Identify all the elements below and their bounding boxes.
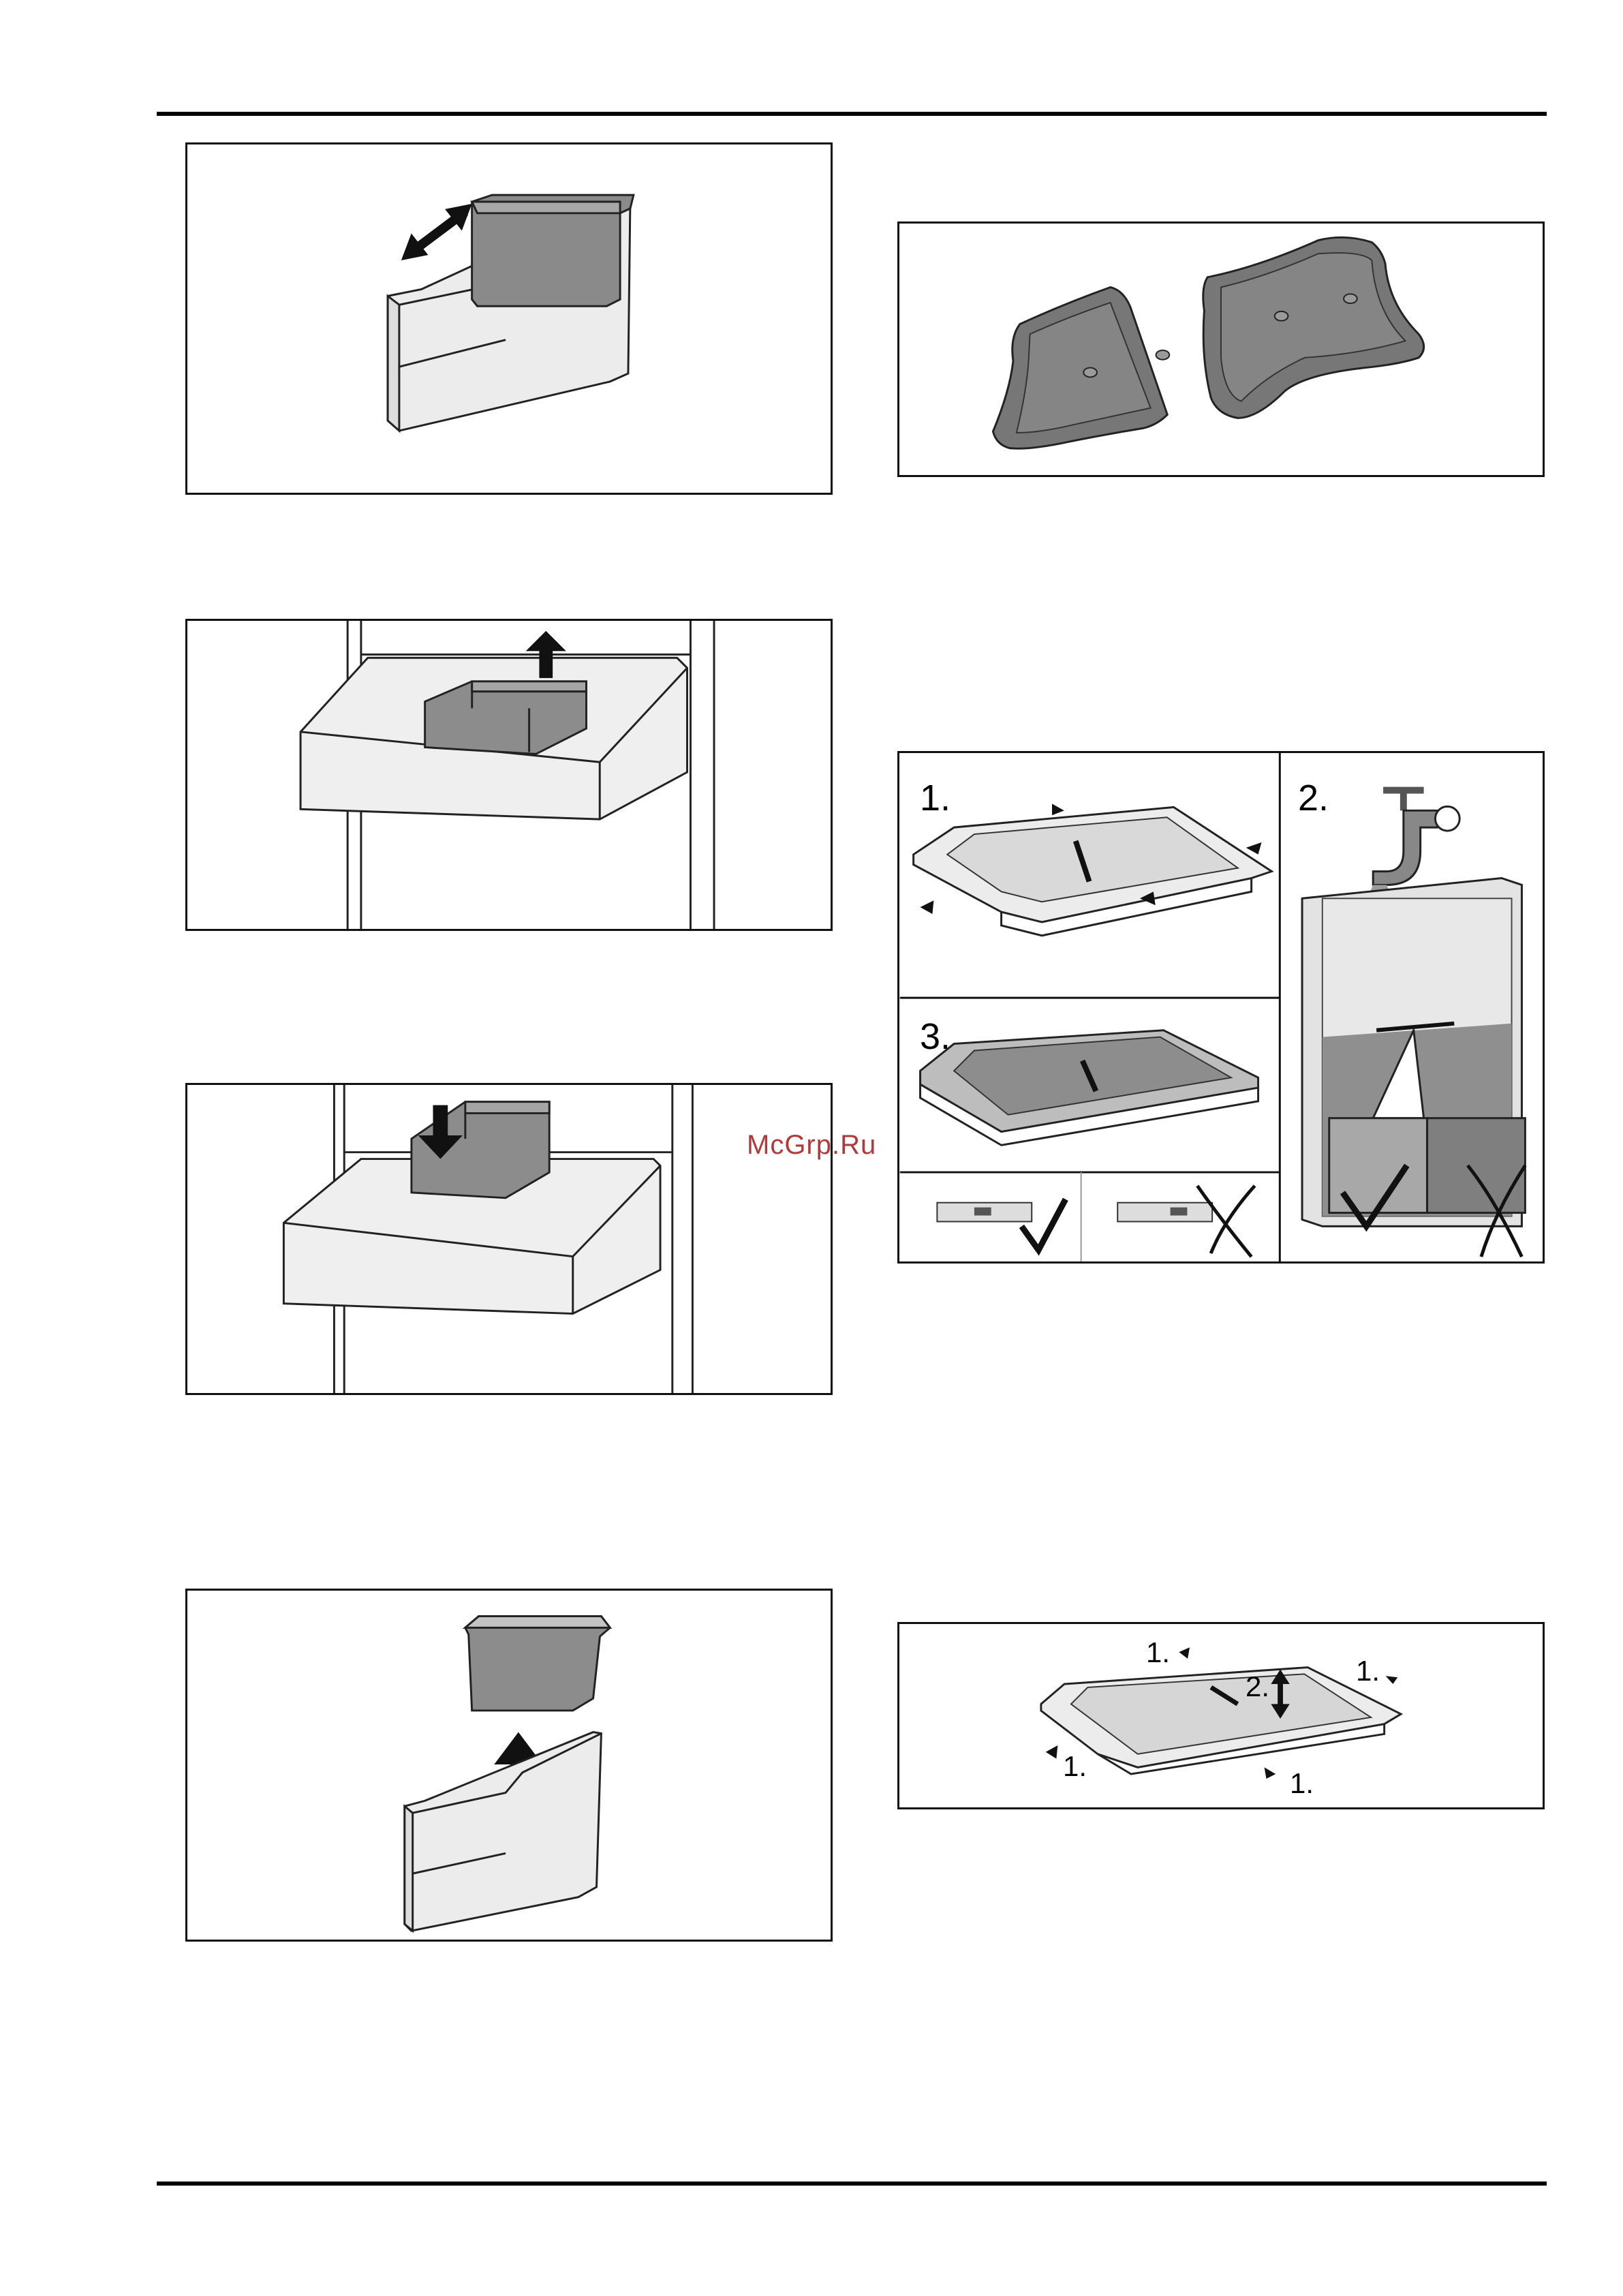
arrow-indicator-icon [1265,1767,1276,1779]
bin-slide-drawing [187,144,831,493]
illustration-drawer-insert-place [185,1083,833,1395]
faucet-icon [1373,787,1459,885]
illustration-filter-reinstall: 1. 1. 2. 1. 1. [897,1622,1545,1809]
corner-label-left-top: 1. [1146,1636,1170,1669]
arrow-indicator-icon [1246,842,1262,855]
filter-tray-step3 [921,1030,1258,1146]
arrow-indicator-icon [1046,1745,1058,1759]
level-indicator-wrong [1117,1203,1212,1222]
illustration-bin-slide-insert [185,142,833,495]
bin-remove-drawing [187,1591,831,1940]
corner-label-right-top: 1. [1356,1655,1380,1687]
center-label: 2. [1246,1670,1269,1703]
corner-label-right-bottom: 1. [1290,1767,1314,1800]
rinse-result-wrong [1427,1118,1526,1213]
arrow-indicator-icon [921,900,934,914]
filter-reinstall-drawing [899,1624,1543,1807]
illustration-rubber-pads [897,221,1545,477]
illustration-filter-cleaning-steps: 1. 2. 3. [897,751,1545,1264]
arrow-indicator-icon [1179,1647,1190,1659]
corner-label-left-bottom: 1. [1063,1750,1087,1783]
watermark-text: McGrp.Ru [747,1130,876,1161]
drawer-lift-drawing [187,621,831,929]
illustration-bin-insert-remove [185,1589,833,1942]
arrow-indicator-icon [1386,1676,1398,1684]
step-label-1: 1. [920,777,950,819]
step-label-3: 3. [920,1015,950,1058]
step-label-2: 2. [1298,777,1329,819]
illustration-drawer-insert-lift [185,619,833,931]
bottom-rule [157,2182,1547,2186]
filter-steps-drawing [899,753,1543,1261]
top-rule [157,112,1547,116]
filter-tray-step1 [914,807,1272,935]
drawer-place-drawing [187,1085,831,1393]
double-arrow-icon [401,204,472,260]
arrow-indicator-icon [1052,803,1064,815]
pads-drawing [899,224,1543,475]
